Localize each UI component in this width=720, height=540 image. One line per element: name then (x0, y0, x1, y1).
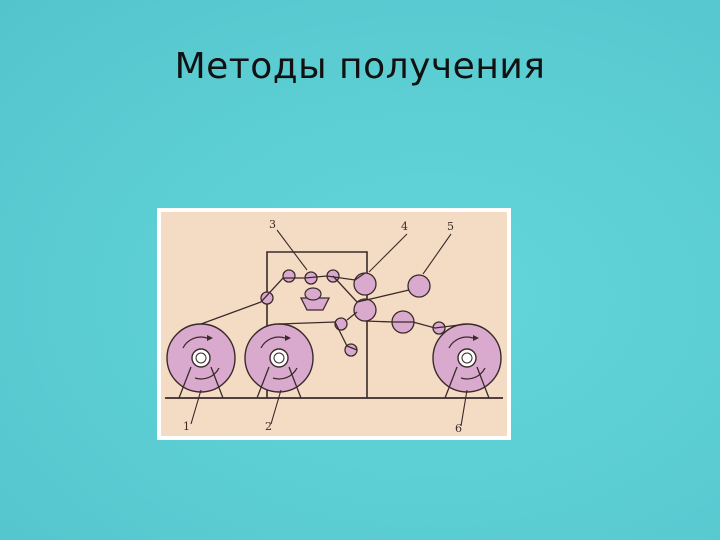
label-4: 4 (401, 220, 408, 233)
leader-lines (190, 229, 468, 427)
press-rollers (353, 272, 431, 334)
diagram-background (161, 212, 507, 436)
machine-diagram-figure: 3 4 5 1 2 6 (157, 208, 511, 440)
label-3: 3 (269, 218, 276, 231)
machine-frame (266, 251, 368, 398)
label-6: 6 (455, 422, 462, 435)
web-path (200, 272, 468, 351)
unwind-roll-1 (166, 323, 236, 399)
unwind-roll-2 (244, 323, 314, 399)
coating-bath (299, 287, 331, 311)
label-2: 2 (265, 420, 272, 433)
machine-diagram: 3 4 5 1 2 6 (161, 212, 507, 436)
slide-title: Методы получения (174, 46, 546, 87)
label-1: 1 (183, 420, 190, 433)
label-5: 5 (447, 220, 454, 233)
